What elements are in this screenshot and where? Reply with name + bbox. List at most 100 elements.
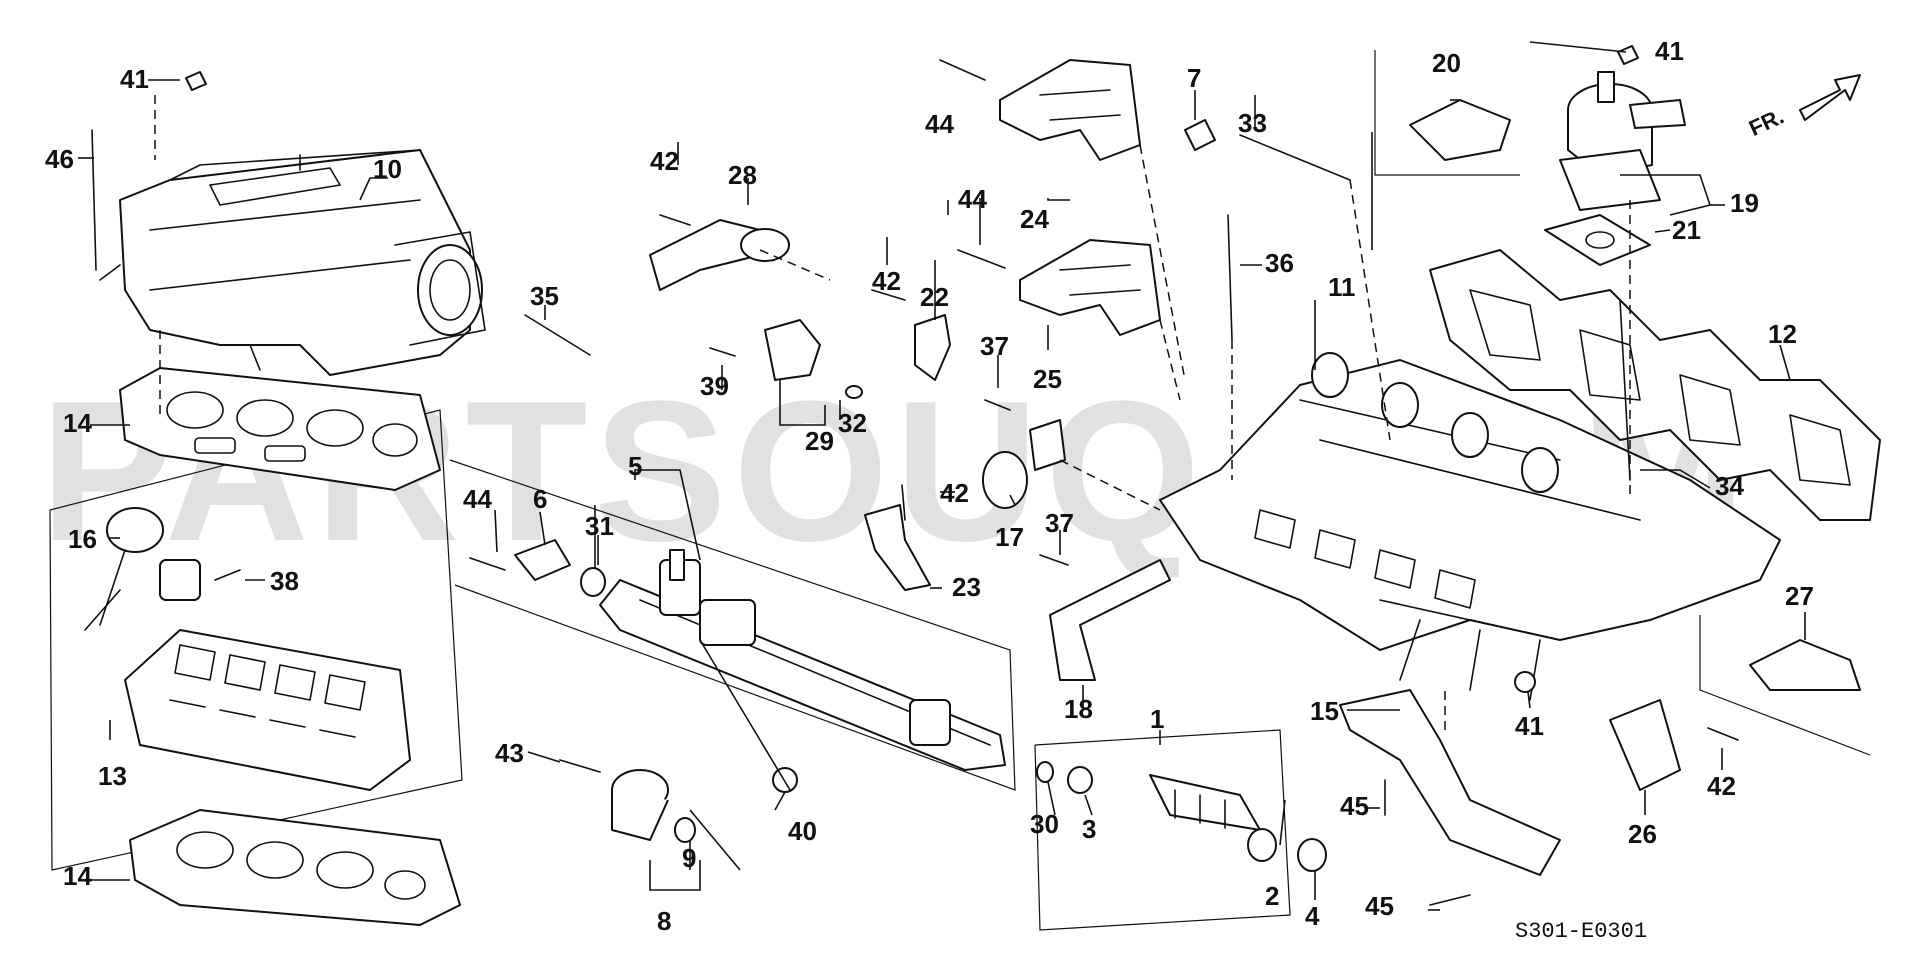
front-arrow-icon: [1799, 74, 1861, 121]
stud-35: [524, 314, 591, 356]
callout-26: 26: [1628, 819, 1657, 849]
manifold-section-13: [84, 507, 411, 791]
callout-5: 5: [628, 451, 642, 481]
seal-rings: [514, 119, 1536, 872]
cushion-3: [1067, 766, 1093, 794]
front-direction-marker: FR.: [1745, 74, 1861, 141]
callout-35: 35: [530, 281, 559, 311]
nut-41-egr: [1617, 45, 1639, 65]
callout-41b: 41: [1655, 36, 1684, 66]
callout-45b: 45: [1365, 891, 1394, 921]
callout-7: 7: [1187, 63, 1201, 93]
callout-27: 27: [1785, 581, 1814, 611]
frame-group-27: [1699, 615, 1871, 756]
callout-9: 9: [682, 843, 696, 873]
stud-33: [1239, 134, 1351, 181]
callout-15: 15: [1310, 696, 1339, 726]
bolt-42-c: [901, 484, 906, 521]
bolt-46: [91, 129, 97, 271]
bolt-38: [214, 569, 241, 581]
bolt-44-mid: [957, 249, 1006, 269]
bracket-23: [864, 504, 931, 591]
o-ring-2: [1247, 828, 1277, 862]
clamp-17: [982, 419, 1066, 509]
seal-4: [1297, 838, 1327, 872]
bracket-27: [1749, 639, 1861, 691]
callout-19: 19: [1730, 188, 1759, 218]
stud-36: [1227, 214, 1233, 341]
bolt-44-top: [939, 59, 986, 81]
gasket-12: [1429, 249, 1881, 521]
plate-20: [1409, 99, 1511, 161]
stud-34: [1619, 299, 1631, 481]
callout-42c: 42: [940, 478, 969, 508]
pressure-regulator-8: [611, 769, 669, 841]
ring-32: [845, 385, 863, 399]
diagram-code: S301-E0301: [1515, 919, 1647, 944]
o-ring-9: [674, 817, 696, 843]
bolt-37-b: [1039, 554, 1069, 566]
nut-41-top: [185, 71, 207, 91]
callout-44c: 44: [463, 484, 492, 514]
spacer-6: [514, 539, 571, 581]
callout-labels: 1 2 3 4 5 6 7 8 9 10 11 12 13 14 14 15 1…: [45, 36, 1814, 936]
callout-11: 11: [1328, 272, 1356, 302]
callout-40: 40: [788, 816, 817, 846]
collar-7: [1184, 119, 1216, 151]
callout-46: 46: [45, 144, 74, 174]
callout-23: 23: [952, 572, 981, 602]
clamp-22: [914, 314, 951, 381]
bracket-28: [649, 219, 790, 291]
nut-41-lower: [1514, 671, 1536, 693]
injector-1: [1149, 774, 1261, 831]
frame-group-1: [1034, 729, 1291, 931]
callout-32: 32: [838, 408, 867, 438]
callout-6: 6: [533, 484, 547, 514]
callout-39: 39: [700, 371, 729, 401]
bolt-45-lower: [1429, 894, 1471, 906]
ring-30: [1036, 761, 1054, 783]
callout-10: 10: [373, 154, 402, 184]
callout-33: 33: [1238, 108, 1267, 138]
callout-2: 2: [1265, 881, 1279, 911]
gasket-14-lower: [129, 809, 461, 926]
bolt-37-a: [984, 399, 1011, 411]
gasket-14-upper: [119, 367, 441, 491]
callout-30: 30: [1030, 809, 1059, 839]
callout-43: 43: [495, 738, 524, 768]
callout-38: 38: [270, 566, 299, 596]
intake-chamber-10: [99, 149, 486, 376]
stay-15: [1339, 689, 1561, 876]
callout-24: 24: [1020, 204, 1049, 234]
o-ring-31: [580, 567, 606, 597]
bracket-24: [999, 59, 1141, 161]
callout-3: 3: [1082, 814, 1096, 844]
callout-44a: 44: [925, 109, 954, 139]
callout-16: 16: [68, 524, 97, 554]
reference-lines: [154, 95, 1631, 730]
callout-42d: 42: [1707, 771, 1736, 801]
callout-21: 21: [1672, 215, 1701, 245]
bolt-42-d: [1707, 727, 1739, 741]
fuel-rail-5: [599, 549, 1006, 771]
bolt-42-a: [659, 214, 691, 226]
callout-12: 12: [1768, 319, 1797, 349]
callout-37b: 37: [1045, 508, 1074, 538]
bolt-42-b: [871, 289, 906, 301]
frame-group-5: [449, 459, 1016, 791]
callout-22: 22: [920, 282, 949, 312]
callout-18: 18: [1064, 694, 1093, 724]
callout-29: 29: [805, 426, 834, 456]
callout-41a: 41: [120, 64, 149, 94]
callout-31: 31: [585, 511, 614, 541]
callout-25: 25: [1033, 364, 1062, 394]
callout-13: 13: [98, 761, 127, 791]
gasket-21: [1544, 214, 1651, 266]
callout-36: 36: [1265, 248, 1294, 278]
callout-44b: 44: [958, 184, 987, 214]
callout-20: 20: [1432, 48, 1461, 78]
frame-group-20: [1374, 50, 1520, 176]
bracket-18: [1049, 559, 1171, 681]
callout-28: 28: [728, 160, 757, 190]
